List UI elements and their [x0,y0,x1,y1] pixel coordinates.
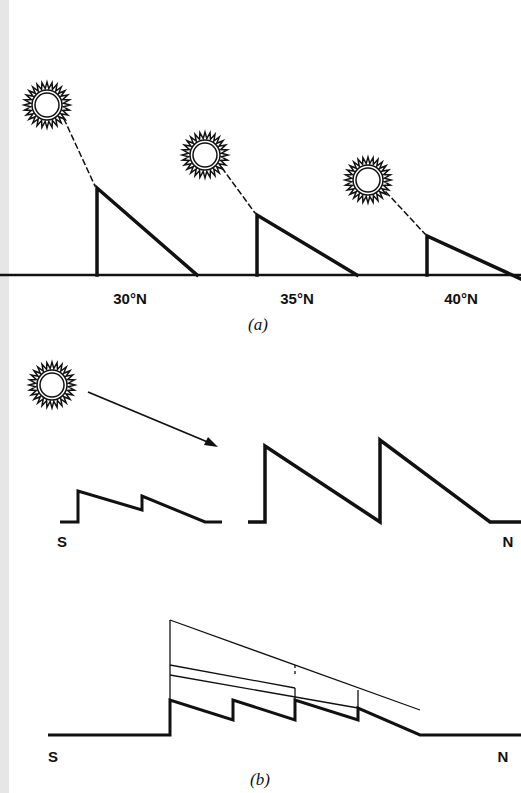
sun-rays [345,157,391,203]
sun-disc [193,143,217,167]
part-label: (a) [248,315,268,335]
latitude-label: 30°N [113,290,147,307]
part-label: (b) [250,770,270,790]
direction-label: S [48,748,58,765]
direction-label: N [503,533,514,550]
sun-rays [182,132,228,178]
latitude-label: 35°N [280,290,314,307]
sun-disc [40,373,64,397]
sun-disc [35,93,59,117]
direction-label: S [57,533,67,550]
part-b [48,392,521,735]
page-edge [0,0,9,793]
part-a [0,119,521,279]
sun-rays [29,362,75,408]
sun-disc [356,168,380,192]
sun-rays [24,82,70,128]
direction-label: N [498,748,509,765]
sun-symbols [24,82,391,408]
latitude-label: 40°N [444,290,478,307]
